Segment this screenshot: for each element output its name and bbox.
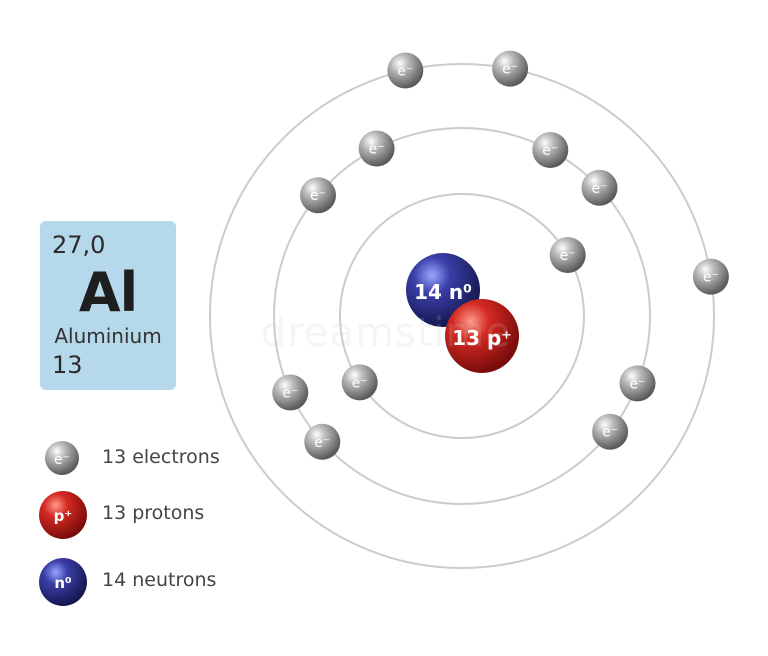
legend-neutrons-label: 14 neutrons <box>102 569 217 591</box>
electron-icon: e⁻ <box>45 441 79 475</box>
proton-cluster: 13 p⁺ <box>445 299 519 373</box>
atomic-mass: 27,0 <box>52 231 106 259</box>
element-name: Aluminium <box>54 324 162 348</box>
electron-label: e⁻ <box>502 62 518 78</box>
electron-label: e⁻ <box>591 181 607 197</box>
electron: e⁻ <box>581 169 618 206</box>
electron-sphere <box>549 237 586 273</box>
proton-sphere <box>445 299 519 373</box>
atomic-number: 13 <box>52 351 83 379</box>
electron: e⁻ <box>619 365 656 402</box>
legend-electrons: e⁻ 13 electrons <box>38 434 258 482</box>
element-card: 27,0 Al Aluminium 13 <box>40 221 176 390</box>
electron-label: e⁻ <box>560 248 576 264</box>
orbit-shell-3 <box>209 63 715 569</box>
neutron-count-label: 14 n⁰ <box>414 280 472 304</box>
electron-sphere <box>300 177 336 214</box>
electron: e⁻ <box>387 52 424 89</box>
electron-label: e⁻ <box>314 435 330 451</box>
electron-label: e⁻ <box>542 143 558 159</box>
electron: e⁻ <box>341 364 378 401</box>
electron: e⁻ <box>592 413 629 450</box>
electron-sphere <box>341 364 378 401</box>
electron: e⁻ <box>358 130 395 167</box>
proton-icon: p⁺ <box>39 491 87 539</box>
electron: e⁻ <box>549 237 586 273</box>
electron-sphere <box>532 132 569 168</box>
orbit-shell-1 <box>339 193 585 439</box>
electron-sphere <box>272 374 309 411</box>
electron-label: e⁻ <box>369 142 385 158</box>
svg-text:p⁺: p⁺ <box>54 507 73 525</box>
electron-label: e⁻ <box>629 376 645 392</box>
svg-text:n⁰: n⁰ <box>54 574 71 592</box>
electron-label: e⁻ <box>310 188 326 204</box>
electron-sphere <box>692 258 729 295</box>
electron: e⁻ <box>272 374 309 411</box>
electron-sphere <box>304 423 341 460</box>
element-symbol: Al <box>78 261 138 324</box>
electron: e⁻ <box>692 258 729 295</box>
electron-label: e⁻ <box>397 64 413 80</box>
electron-sphere <box>387 52 424 89</box>
electron: e⁻ <box>492 50 529 87</box>
electron-label: e⁻ <box>602 425 618 441</box>
electron-label: e⁻ <box>352 375 368 391</box>
legend-electrons-label: 13 electrons <box>102 446 220 468</box>
proton-count-label: 13 p⁺ <box>452 326 512 350</box>
electron: e⁻ <box>304 423 341 460</box>
electron-sphere <box>581 169 618 206</box>
orbit-shell-2 <box>273 127 651 505</box>
electron-sphere <box>619 365 656 402</box>
legend-neutrons: n⁰ 14 neutrons <box>38 557 258 606</box>
electron: e⁻ <box>532 132 569 168</box>
electron-sphere <box>358 130 395 167</box>
electron-sphere <box>592 413 629 450</box>
legend-protons-label: 13 protons <box>102 502 205 524</box>
electron-label: e⁻ <box>282 386 298 402</box>
electron-sphere <box>492 50 529 87</box>
legend-protons: p⁺ 13 protons <box>38 490 258 539</box>
neutron-icon: n⁰ <box>39 558 87 606</box>
electron: e⁻ <box>300 177 336 214</box>
electron-label: e⁻ <box>703 270 719 286</box>
svg-text:e⁻: e⁻ <box>54 452 70 468</box>
